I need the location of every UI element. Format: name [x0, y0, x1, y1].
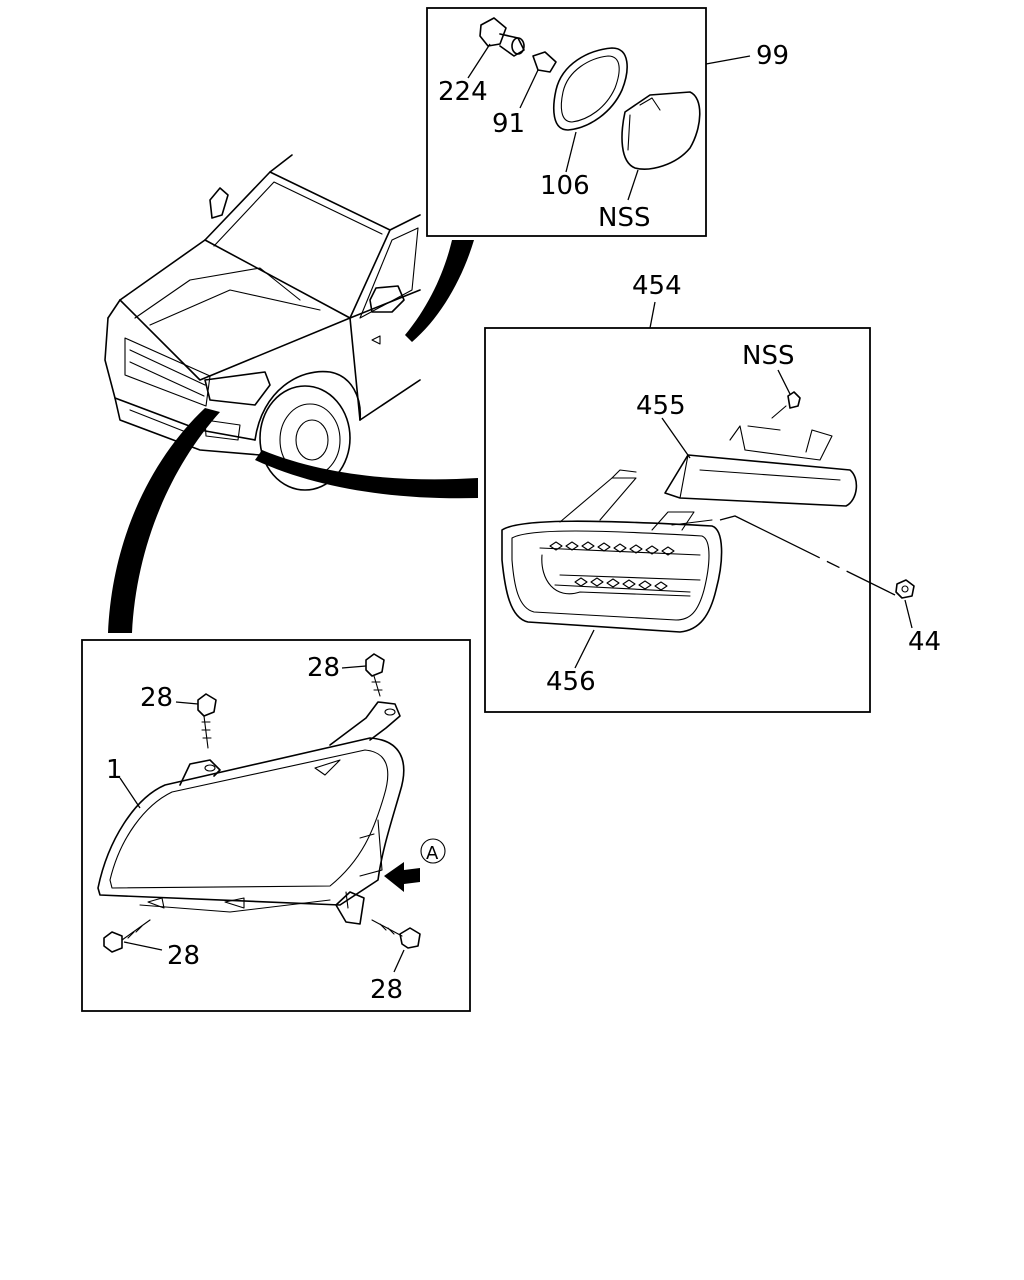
callout-fog-lamp: 455: [636, 391, 686, 421]
callout-headlamp: 1: [106, 755, 123, 785]
callout-view-marker: A: [426, 843, 439, 864]
vehicle-illustration: [104, 154, 421, 491]
bolt-top-right-part: [365, 653, 385, 697]
gasket-part: [553, 47, 628, 131]
socket-part: [479, 17, 525, 57]
callout-bolt-top-left: 28: [140, 683, 173, 713]
callout-socket: 224: [438, 77, 488, 107]
fog-grille-part: [501, 469, 723, 633]
side-lamp-lens-part: [621, 91, 701, 170]
side-lamp-box: 224 91 106 NSS: [426, 7, 751, 237]
callout-nut: 44: [908, 627, 941, 657]
callout-fog-lamp-assembly: 454: [632, 271, 682, 301]
fog-lamp-part: [664, 425, 858, 507]
view-marker-circle: [420, 838, 446, 864]
callout-fog-grille: 456: [546, 667, 596, 697]
callout-bolt-bottom-left: 28: [167, 941, 200, 971]
callout-side-lamp-assembly: 99: [756, 41, 789, 71]
callout-side-lamp-nss: NSS: [598, 203, 650, 233]
callout-bolt-bottom-right: 28: [370, 975, 403, 1005]
fog-lamp-box: NSS 455 456: [484, 327, 896, 713]
callout-bulb: 91: [492, 109, 525, 139]
nut-part: [895, 579, 915, 599]
connector-swooshes: [108, 240, 478, 633]
callout-bolt-top-right: 28: [307, 653, 340, 683]
headlamp-part: [97, 701, 405, 925]
view-arrow: [384, 862, 420, 892]
bulb-part: [532, 51, 557, 73]
callout-fog-screw-nss: NSS: [742, 341, 794, 371]
bolt-bottom-right-part: [371, 919, 421, 949]
callout-gasket: 106: [540, 171, 590, 201]
fog-screw-part: [771, 391, 801, 419]
headlamp-box: A 28 28 1 28 28: [81, 639, 471, 1012]
bolt-top-left-part: [197, 693, 217, 749]
bolt-bottom-left-part: [103, 919, 151, 953]
